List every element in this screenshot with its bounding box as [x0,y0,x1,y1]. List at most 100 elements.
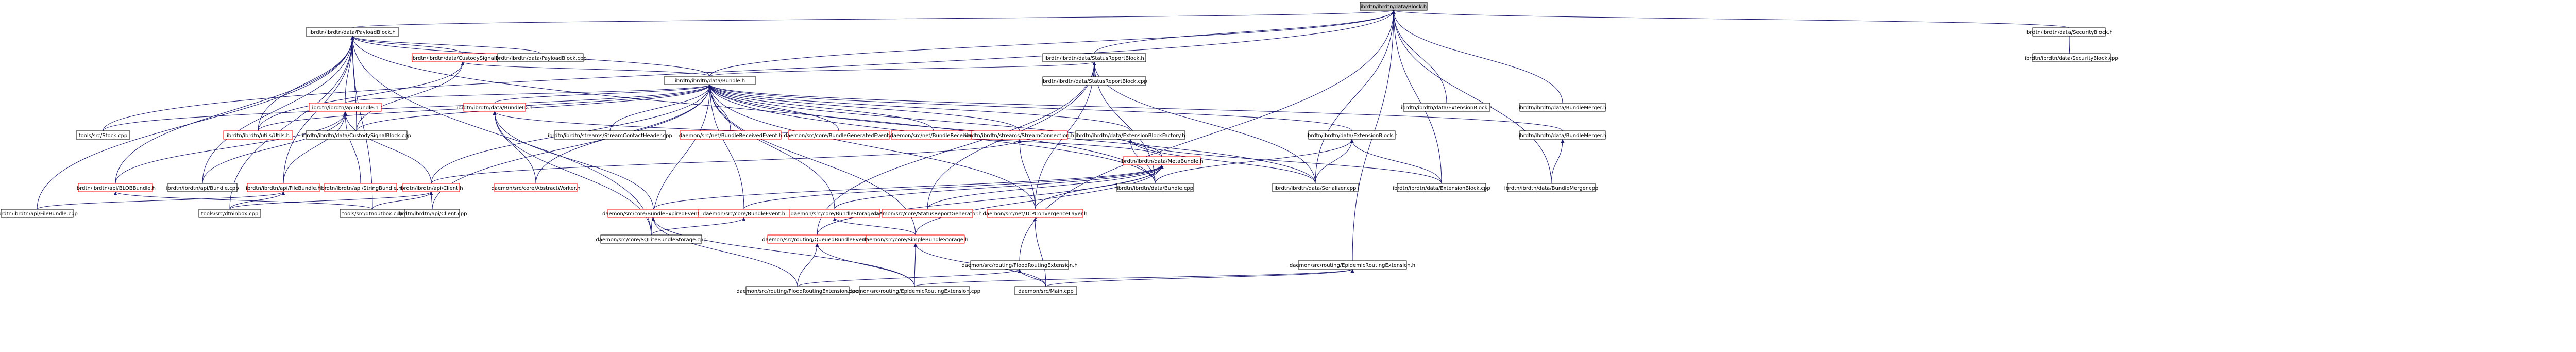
graph-node[interactable]: ibrdtn/ibrdtn/streams/StreamContactHeade… [548,130,672,140]
graph-node[interactable]: daemon/src/core/SimpleBundleStorage.h [863,234,969,244]
edge-n31-to-n1 [350,36,1156,184]
edge-n16-to-n8 [609,84,712,131]
graph-node[interactable]: daemon/src/routing/FloodRoutingExtension… [961,260,1078,270]
graph-node[interactable]: daemon/src/net/BundleReceiver.h [890,130,977,140]
graph-node[interactable]: ibrdtn/ibrdtn/data/BundleMerger.h [1519,130,1607,140]
node-box [745,286,850,295]
graph-node[interactable]: daemon/src/Main.cpp [1014,286,1077,295]
node-label: ibrdtn/ibrdtn/api/Client.h [399,186,463,191]
node-label: ibrdtn/ibrdtn/data/Serializer.cpp [1274,186,1356,191]
graph-node[interactable]: ibrdtn/ibrdtn/data/StatusReportBlock.cpp [1041,76,1147,86]
edge-n49-to-n39 [651,217,798,287]
graph-node[interactable]: ibrdtn/ibrdtn/api/BLOBBundle.h [75,183,156,192]
node-label: daemon/src/core/BundleStorage.h [791,211,879,217]
graph-node[interactable]: ibrdtn/ibrdtn/data/SecurityBlock.h [2025,27,2113,37]
graph-node[interactable]: ibrdtn/ibrdtn/api/Client.h [399,183,463,192]
edge-n25-to-n14 [202,111,347,184]
graph-node[interactable]: daemon/src/net/BundleReceivedEvent.h [679,130,782,140]
edge-n8-to-n5 [461,61,710,77]
graph-node[interactable]: ibrdtn/ibrdtn/data/SecurityBlock.cpp [2025,53,2119,62]
graph-node[interactable]: daemon/src/routing/FloodRoutingExtension… [736,286,859,295]
graph-node[interactable]: tools/src/dtninbox.cpp [198,209,261,218]
graph-node[interactable]: daemon/src/core/BundleEvent.h [698,209,790,218]
edge-n31-to-n22 [1155,139,1354,184]
node-box [970,260,1069,270]
edge-n35-to-n26 [37,191,285,210]
graph-node[interactable]: ibrdtn/ibrdtn/streams/StreamConnection.h [965,130,1074,140]
edge-n25-to-n1 [202,36,354,184]
graph-node[interactable]: ibrdtn/ibrdtn/data/Bundle.cpp [1116,183,1194,192]
graph-node[interactable]: ibrdtn/ibrdtn/data/Serializer.cpp [1272,183,1359,192]
node-label: ibrdtn/ibrdtn/data/CustodySignalBlock.h [411,56,514,61]
node-box [680,130,782,140]
graph-node[interactable]: ibrdtn/ibrdtn/data/ExtensionBlock.cpp [1393,183,1490,192]
graph-node[interactable]: ibrdtn/ibrdtn/utils/Utils.h [223,130,293,140]
edge-n33-to-n21 [1128,139,1442,184]
graph-node[interactable]: ibrdtn/ibrdtn/data/BundleID.h [457,103,533,112]
graph-node[interactable]: ibrdtn/ibrdtn/data/MetaBundle.h [1120,156,1204,165]
node-label: ibrdtn/ibrdtn/data/PayloadBlock.h [309,30,396,36]
graph-node[interactable]: ibrdtn/ibrdtn/data/StatusReportBlock.h [1042,53,1146,62]
node-label: daemon/src/core/BundleEvent.h [703,211,785,217]
node-label: ibrdtn/ibrdtn/data/SecurityBlock.h [2025,30,2113,36]
graph-node[interactable]: ibrdtn/ibrdtn/data/PayloadBlock.h [306,27,399,37]
graph-node[interactable]: tools/src/Stock.cpp [76,130,130,140]
graph-node[interactable]: ibrdtn/ibrdtn/api/FileBundle.cpp [0,209,78,218]
graph-node[interactable]: ibrdtn/ibrdtn/api/Client.cpp [397,209,467,218]
graph-node[interactable]: daemon/src/core/SQLiteBundleStorage.cpp [596,234,707,244]
edge-n20-to-n8 [708,84,1020,131]
edge-n50-to-n46 [913,243,918,287]
graph-node[interactable]: ibrdtn/ibrdtn/data/BundleMerger.cpp [1504,183,1599,192]
edge-n8-to-n2 [709,61,1096,77]
graph-node[interactable]: daemon/src/core/StatusReportGenerator.h [873,209,982,218]
graph-node[interactable]: daemon/src/core/BundleGeneratedEvent.h [784,130,894,140]
graph-node[interactable]: ibrdtn/ibrdtn/data/ExtensionBlock.h [1306,130,1398,140]
graph-node[interactable]: ibrdtn/ibrdtn/data/Bundle.h [664,76,756,85]
edge-n44-to-n8 [651,84,712,236]
graph-node[interactable]: daemon/src/routing/EpidemicRoutingExtens… [849,286,980,295]
edge-n41-to-n8 [708,84,835,210]
edge-n43-to-n20 [1018,139,1036,210]
edge-n13-to-n8 [356,84,712,131]
node-label: daemon/src/net/BundleReceiver.h [890,133,977,139]
edge-n6-to-n1 [350,36,541,54]
node-label: daemon/src/core/SQLiteBundleStorage.cpp [596,237,706,243]
graph-node[interactable]: daemon/src/routing/EpidemicRoutingExtens… [1290,260,1415,270]
dependency-nodes: ibrdtn/ibrdtn/data/Block.hibrdtn/ibrdtn/… [0,2,2119,295]
node-label: ibrdtn/ibrdtn/data/Bundle.h [675,78,745,84]
node-label: daemon/src/Main.cpp [1018,289,1073,294]
edge-n23-to-n8 [708,84,1563,131]
node-box [2032,53,2111,62]
graph-node[interactable]: ibrdtn/ibrdtn/data/ExtensionBlockFactory… [1075,130,1185,140]
node-box [882,209,973,218]
node-label: ibrdtn/ibrdtn/utils/Utils.h [227,133,290,139]
node-label: ibrdtn/ibrdtn/api/FileBundle.h [246,186,321,191]
node-box [1075,130,1185,140]
edge-n35-to-n1 [37,36,354,210]
graph-node[interactable]: daemon/src/routing/QueuedBundleEvent.h [762,234,872,244]
graph-node[interactable]: ibrdtn/ibrdtn/data/CustodySignalBlock.cp… [302,130,411,140]
node-box [198,209,261,218]
edge-n32-to-n22 [1315,139,1354,184]
graph-node[interactable]: ibrdtn/ibrdtn/data/PayloadBlock.cpp [494,53,587,62]
edge-n49-to-n47 [797,269,1022,287]
graph-node[interactable]: daemon/src/core/AbstractWorker.h [492,183,581,192]
edge-n50-to-n48 [914,269,1354,287]
node-label: ibrdtn/ibrdtn/data/ExtensionBlock.cpp [1393,186,1490,191]
node-box [324,183,397,192]
graph-node[interactable]: daemon/src/core/BundleExpiredEvent.h [602,209,704,218]
graph-node[interactable]: tools/src/dtnoutbox.cpp [340,209,405,218]
graph-node[interactable]: ibrdtn/ibrdtn/api/Bundle.cpp [166,183,239,192]
edge-n32-to-n0 [1315,10,1396,184]
graph-node[interactable]: ibrdtn/ibrdtn/api/StringBundle.h [320,183,402,192]
graph-node[interactable]: ibrdtn/ibrdtn/api/Bundle.h [309,103,382,112]
node-label: daemon/src/core/StatusReportGenerator.h [873,211,982,217]
edge-n30-to-n8 [708,84,1162,157]
graph-node[interactable]: ibrdtn/ibrdtn/api/FileBundle.h [246,183,321,192]
graph-node[interactable]: ibrdtn/ibrdtn/data/ExtensionBlock.h [1401,103,1493,112]
graph-node[interactable]: daemon/src/core/BundleStorage.h [789,209,880,218]
graph-node[interactable]: daemon/src/net/TCPConvergenceLayer.h [983,209,1088,218]
graph-node[interactable]: ibrdtn/ibrdtn/data/BundleMerger.h [1519,103,1607,112]
edge-n42-to-n30 [927,164,1164,210]
node-label: daemon/src/routing/EpidemicRoutingExtens… [1290,263,1415,269]
